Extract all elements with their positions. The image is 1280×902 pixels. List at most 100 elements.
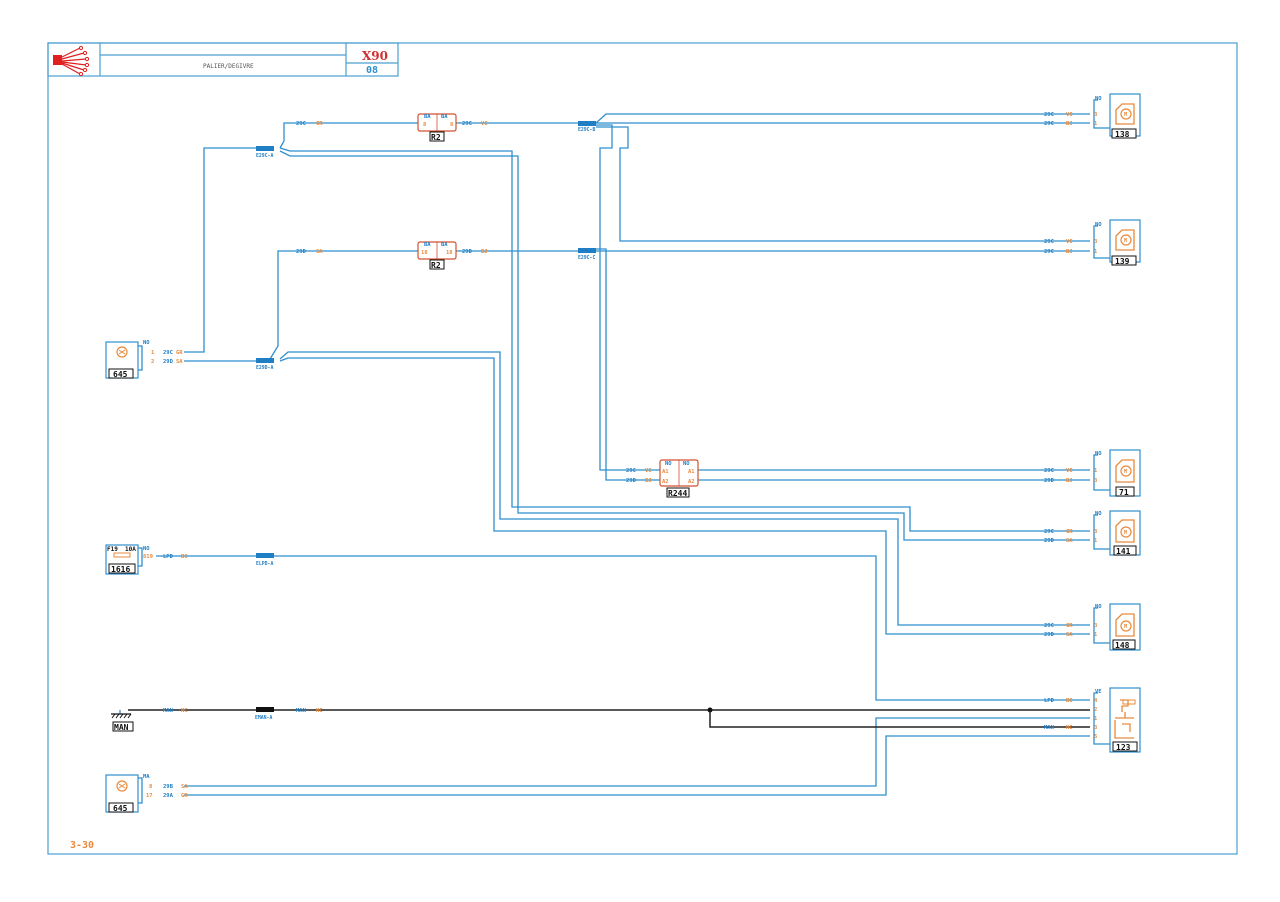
svg-text:NO: NO	[143, 340, 150, 346]
svg-text:BJ: BJ	[1066, 249, 1073, 255]
svg-text:GR: GR	[176, 350, 183, 356]
svg-text:645: 645	[113, 370, 128, 379]
svg-text:MAN: MAN	[163, 708, 173, 714]
motor-icon	[116, 346, 128, 358]
svg-text:123: 123	[1116, 743, 1131, 752]
svg-text:29B: 29B	[163, 784, 174, 790]
title-block: PALIER/DEGIVRE X90 08	[47, 42, 399, 77]
svg-text:A1: A1	[662, 469, 669, 475]
page-number: 3-30	[70, 840, 94, 851]
svg-text:BJ: BJ	[645, 478, 652, 484]
svg-text:LPD: LPD	[163, 554, 174, 560]
svg-text:NC: NC	[1066, 725, 1073, 731]
component-1616[interactable]: F19 10A 1616 NO 819	[105, 544, 153, 575]
svg-text:NO: NO	[665, 461, 672, 467]
svg-text:SA: SA	[181, 784, 188, 790]
svg-text:VC: VC	[1066, 239, 1073, 245]
svg-text:29C: 29C	[1044, 121, 1054, 127]
motor-icon: M	[1115, 459, 1135, 483]
svg-text:1: 1	[1094, 249, 1098, 255]
svg-text:1: 1	[1094, 632, 1098, 638]
svg-text:NO: NO	[1095, 222, 1102, 228]
svg-text:MAN: MAN	[1044, 725, 1054, 731]
svg-text:3: 3	[1094, 478, 1097, 484]
svg-text:1: 1	[1094, 468, 1098, 474]
svg-text:3: 3	[1094, 529, 1097, 535]
svg-text:5: 5	[1094, 734, 1097, 740]
svg-text:29C: 29C	[1044, 468, 1054, 474]
revision-number: 08	[366, 65, 378, 76]
motor-icon: M	[1115, 229, 1135, 251]
svg-text:29D: 29D	[626, 478, 637, 484]
svg-text:VC: VC	[481, 121, 488, 127]
svg-text:A2: A2	[688, 479, 695, 485]
component-r2-bottom[interactable]: BA BA 18 18 R2	[417, 241, 457, 270]
svg-text:R2: R2	[431, 261, 441, 270]
component-141[interactable]: M 141 NO 3 1	[1093, 510, 1141, 556]
component-123[interactable]: 123 VE 4 2 1 3 5	[1093, 687, 1141, 753]
svg-text:BJ: BJ	[1066, 121, 1073, 127]
component-r244[interactable]: NO NO A1 A2 A1 A2 R244	[659, 459, 699, 498]
svg-text:A1: A1	[688, 469, 695, 475]
svg-text:A2: A2	[662, 479, 669, 485]
svg-text:138: 138	[1115, 130, 1130, 139]
svg-text:MAN: MAN	[296, 708, 306, 714]
svg-text:4: 4	[1094, 698, 1098, 704]
svg-text:17: 17	[146, 793, 153, 799]
svg-text:148: 148	[1115, 641, 1130, 650]
svg-text:E29C-B: E29C-B	[578, 127, 595, 133]
svg-text:VC: VC	[1066, 468, 1073, 474]
component-r2-top[interactable]: BA BA 8 8 R2	[417, 113, 457, 142]
component-139[interactable]: M 139 NO 3 1	[1093, 219, 1141, 266]
svg-text:VE: VE	[1095, 689, 1102, 695]
svg-text:29D: 29D	[296, 249, 307, 255]
svg-text:819: 819	[143, 554, 153, 560]
svg-text:29C: 29C	[1044, 623, 1054, 629]
svg-text:1616: 1616	[111, 565, 130, 574]
svg-text:1: 1	[1094, 121, 1098, 127]
svg-text:BC: BC	[181, 554, 188, 560]
svg-text:3: 3	[1094, 623, 1097, 629]
svg-text:E29C-A: E29C-A	[256, 153, 273, 159]
wire-labels: 29C GR 29D SA 29C GR 29C VC 29D SA 29D B…	[163, 112, 1073, 799]
svg-text:1: 1	[151, 350, 155, 356]
svg-text:29D: 29D	[1044, 538, 1055, 544]
svg-text:E29D-A: E29D-A	[256, 365, 273, 371]
svg-text:1: 1	[1094, 716, 1098, 722]
svg-text:EMAN-A: EMAN-A	[255, 715, 272, 721]
wires	[119, 113, 1090, 796]
svg-text:2: 2	[1094, 707, 1097, 713]
svg-text:29A: 29A	[163, 793, 174, 799]
svg-text:29C: 29C	[1044, 239, 1054, 245]
svg-text:NC: NC	[316, 708, 323, 714]
svg-text:M: M	[1124, 530, 1127, 536]
svg-text:NO: NO	[1095, 511, 1102, 517]
svg-text:BA: BA	[441, 114, 448, 120]
svg-text:10A: 10A	[125, 546, 136, 553]
component-148[interactable]: M 148 NO 3 1	[1093, 603, 1141, 651]
component-645-top[interactable]: 645 NO 1 2	[105, 340, 155, 379]
svg-text:SA: SA	[1066, 538, 1073, 544]
svg-text:BA: BA	[424, 242, 431, 248]
svg-text:R2: R2	[431, 133, 441, 142]
splice-eman-a: EMAN-A	[255, 707, 274, 721]
component-645-bottom[interactable]: 645 MA 8 17	[105, 774, 153, 813]
sheet-title: PALIER/DEGIVRE	[203, 63, 254, 70]
component-138[interactable]: M 138 NO 3 1	[1093, 93, 1141, 139]
svg-text:BC: BC	[1066, 698, 1073, 704]
svg-text:VC: VC	[1066, 112, 1073, 118]
motor-icon: M	[1115, 103, 1135, 125]
svg-text:29C: 29C	[296, 121, 306, 127]
svg-text:MAN: MAN	[114, 723, 129, 732]
heater-icon	[1114, 699, 1136, 739]
svg-text:71: 71	[1119, 488, 1129, 497]
svg-text:M: M	[1124, 112, 1127, 118]
component-71[interactable]: M 71 NO 1 3	[1093, 449, 1141, 497]
svg-text:LPD: LPD	[1044, 698, 1055, 704]
component-man-ground: MAN	[111, 713, 134, 732]
svg-text:3: 3	[1094, 725, 1097, 731]
svg-text:8: 8	[149, 784, 152, 790]
svg-text:SA: SA	[316, 249, 323, 255]
svg-text:MA: MA	[143, 774, 150, 780]
